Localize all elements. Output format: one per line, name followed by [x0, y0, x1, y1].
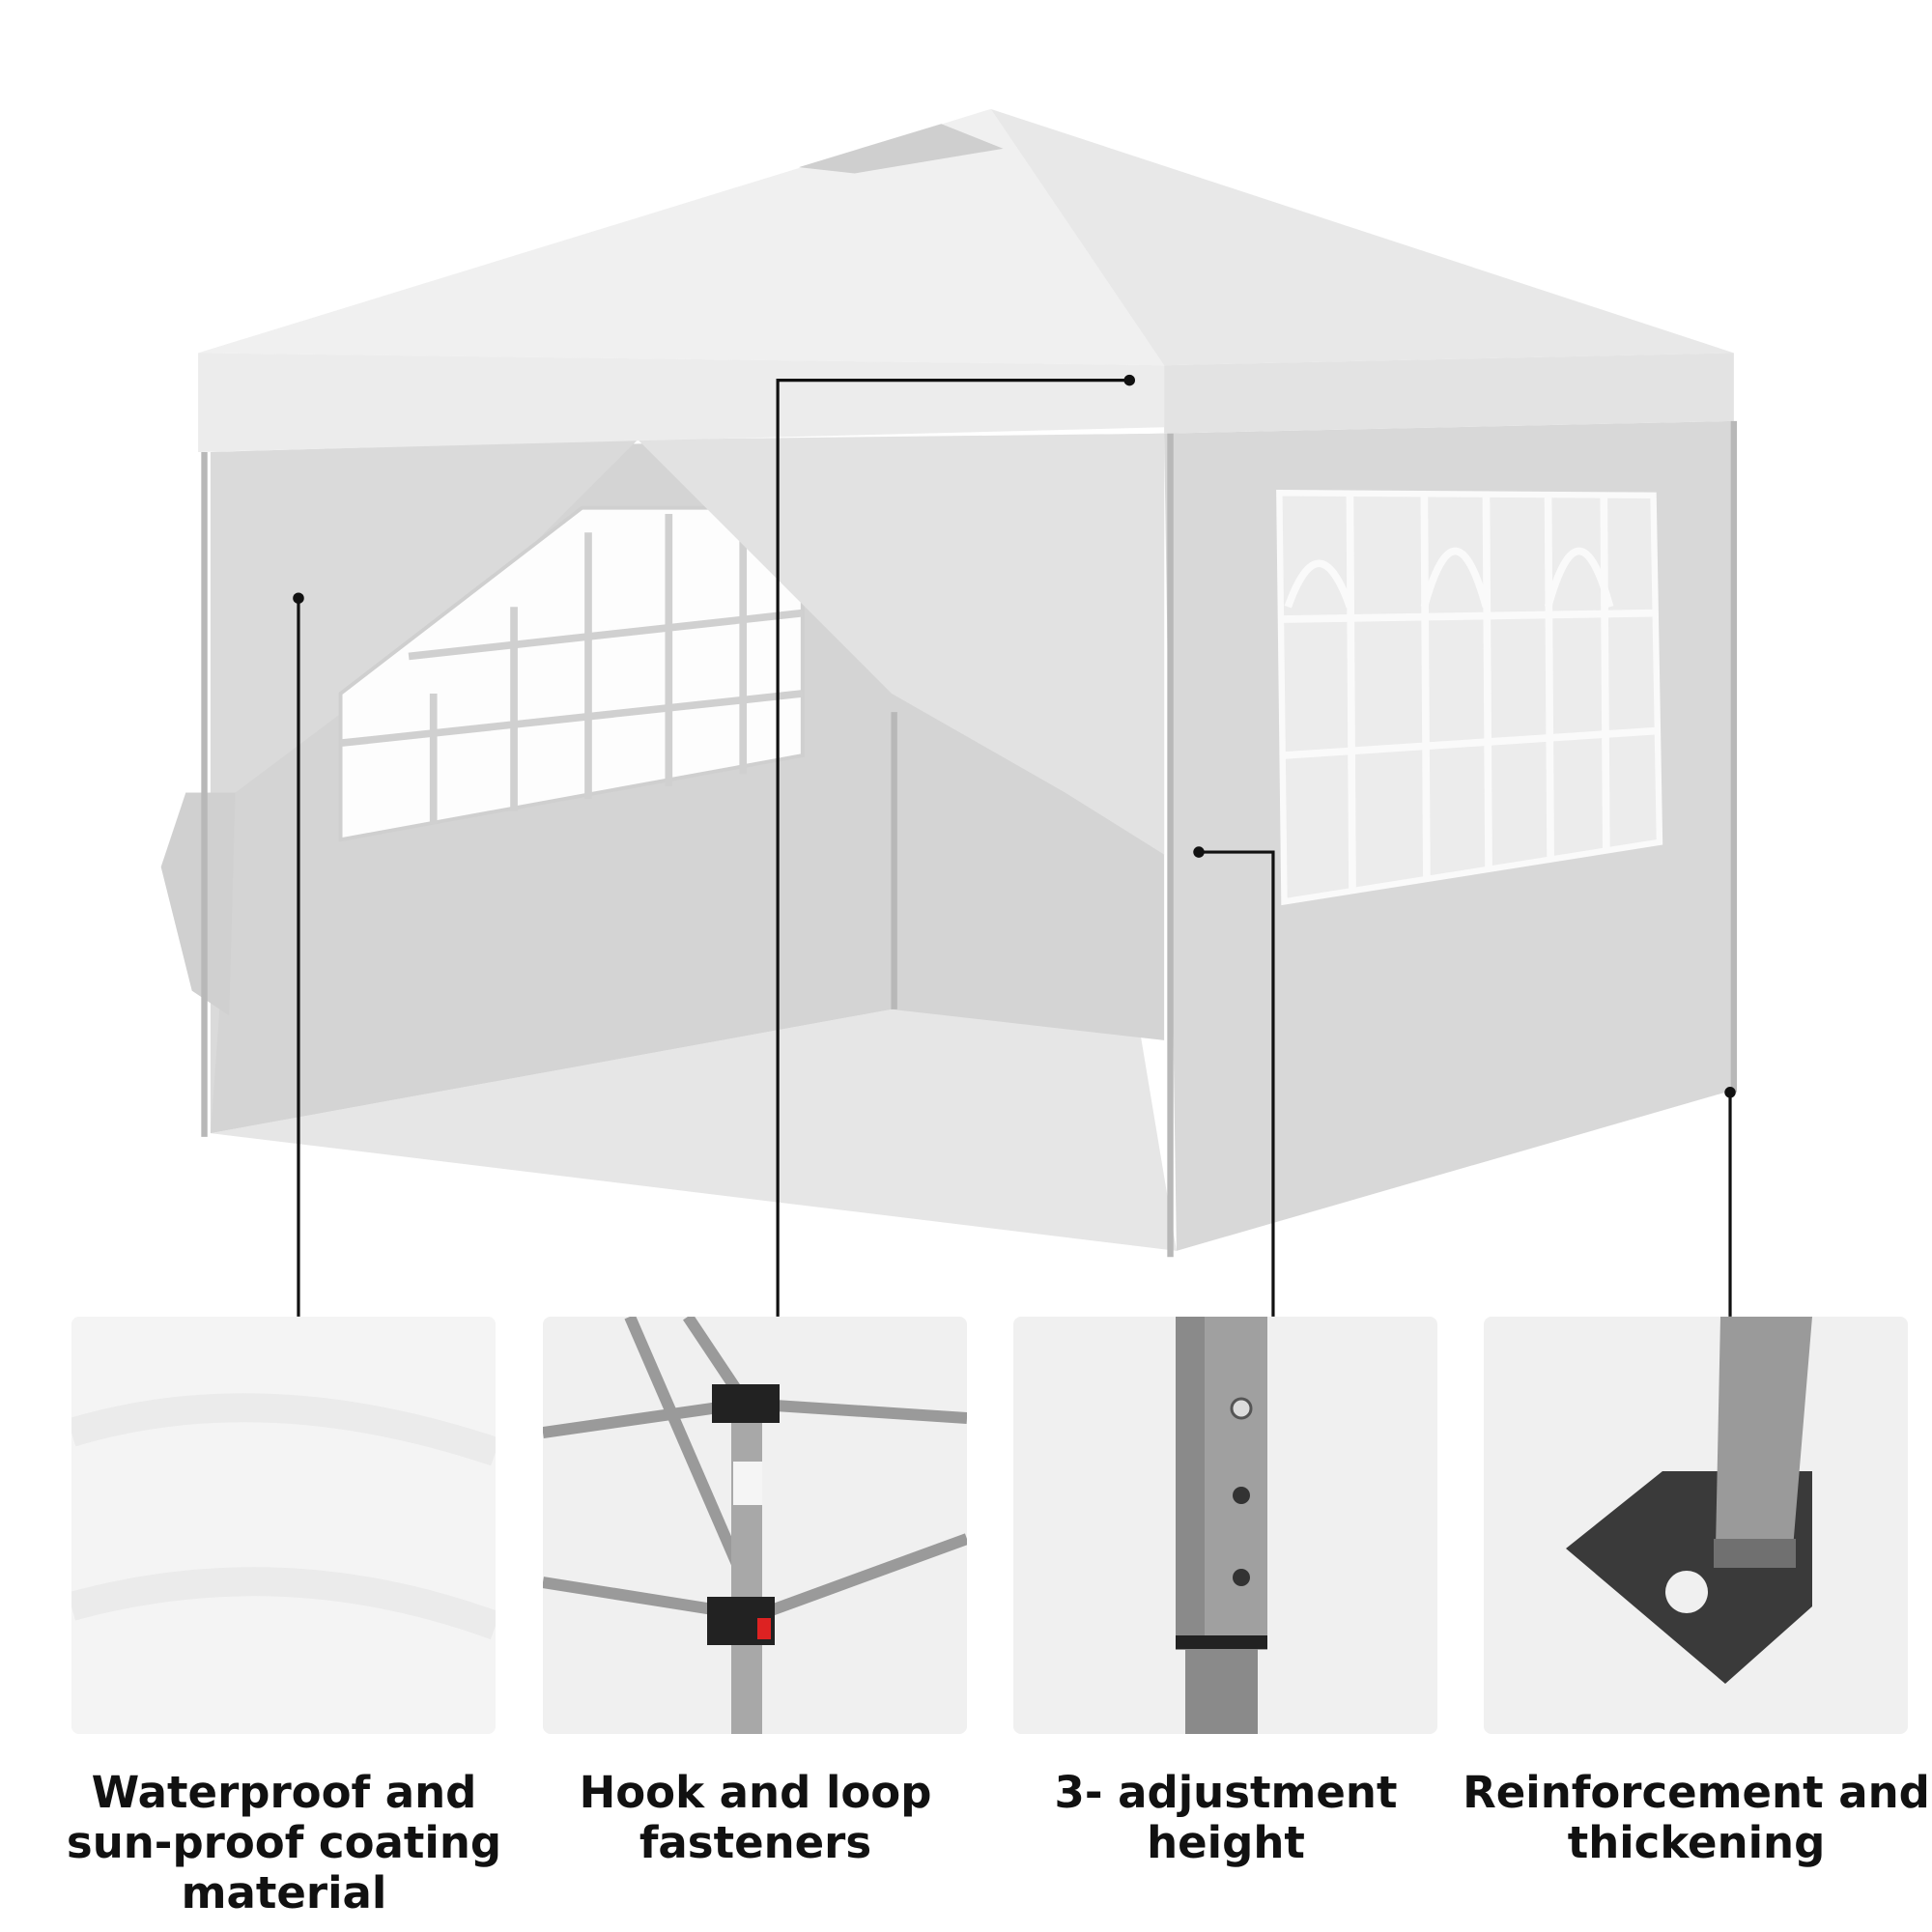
feature-label-waterproof: Waterproof and sun-proof coating materia… — [43, 1768, 526, 1918]
callout-lines — [297, 378, 1732, 1317]
feature-label-reinforcement: Reinforcement and thickening — [1455, 1768, 1932, 1868]
valance-right — [1164, 353, 1734, 434]
label-line: fasteners — [639, 1817, 872, 1868]
adjustable-pole-icon — [1176, 1317, 1267, 1734]
label-line: material — [181, 1867, 387, 1918]
label-line: Waterproof and — [91, 1767, 477, 1818]
left-wall — [210, 440, 639, 1134]
label-line: height — [1147, 1817, 1305, 1868]
right-window-grid — [1281, 495, 1659, 893]
frame-joint-panel — [543, 1317, 967, 1734]
valance-front — [198, 353, 1165, 452]
tied-flap-left — [160, 792, 236, 1016]
frame-joint-icon — [543, 1317, 967, 1734]
label-line: 3- adjustment — [1054, 1767, 1398, 1818]
feature-label-fasteners: Hook and loop fasteners — [514, 1768, 997, 1868]
roof-right — [990, 108, 1734, 366]
adjustable-pole-panel — [1013, 1317, 1437, 1734]
label-line: Reinforcement and — [1463, 1767, 1930, 1818]
feature-label-height: 3- adjustment height — [984, 1768, 1467, 1868]
tent-legs — [201, 420, 1738, 1258]
label-line: sun-proof coating — [66, 1817, 502, 1868]
roof-vent — [798, 124, 1004, 174]
fabric-texture-panel — [71, 1317, 496, 1734]
callout-dots — [293, 374, 1736, 1098]
left-window-grid — [340, 514, 804, 824]
label-line: thickening — [1567, 1817, 1826, 1868]
label-line: Hook and loop — [579, 1767, 932, 1818]
ground-shadow — [210, 1009, 1177, 1251]
door-flap — [638, 433, 1165, 855]
fabric-texture-icon — [71, 1317, 496, 1734]
reinforced-foot-icon — [1566, 1317, 1812, 1684]
left-window — [338, 505, 805, 842]
roof-front — [198, 108, 1165, 366]
right-window — [1276, 490, 1663, 906]
reinforced-foot-panel — [1484, 1317, 1908, 1734]
